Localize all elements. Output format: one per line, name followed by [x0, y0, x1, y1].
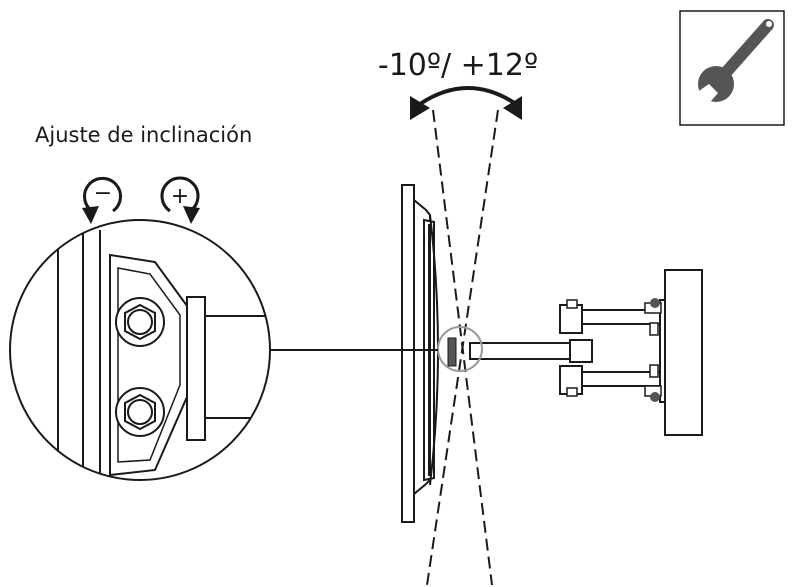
tighten-rotation-icon: +	[160, 176, 200, 224]
extension-arm	[469, 342, 571, 360]
angle-label: -10º/ +12º	[378, 48, 538, 83]
angle-annotation: -10º/ +12º	[378, 48, 538, 120]
arc-arrow-left	[410, 96, 430, 120]
tv-screen-panel	[401, 184, 415, 523]
wall-mount	[469, 269, 703, 436]
tv-side-view	[401, 184, 457, 523]
tilt-adjustment-label: Ajuste de inclinación	[35, 123, 252, 147]
tilt-range-lines	[426, 109, 499, 586]
plus-sign: +	[171, 184, 189, 209]
wall-plate	[664, 269, 703, 436]
wrench-icon	[693, 19, 774, 109]
angle-arc	[418, 86, 518, 106]
hex-bolt-upper	[115, 297, 165, 347]
tilt-adjust-zoom	[9, 219, 271, 481]
hex-bolt-lower	[115, 387, 165, 437]
minus-sign: −	[94, 181, 112, 206]
arc-arrow-right	[503, 96, 522, 120]
wrench-icon-box	[679, 10, 785, 126]
loosen-rotation-icon: −	[82, 176, 122, 224]
